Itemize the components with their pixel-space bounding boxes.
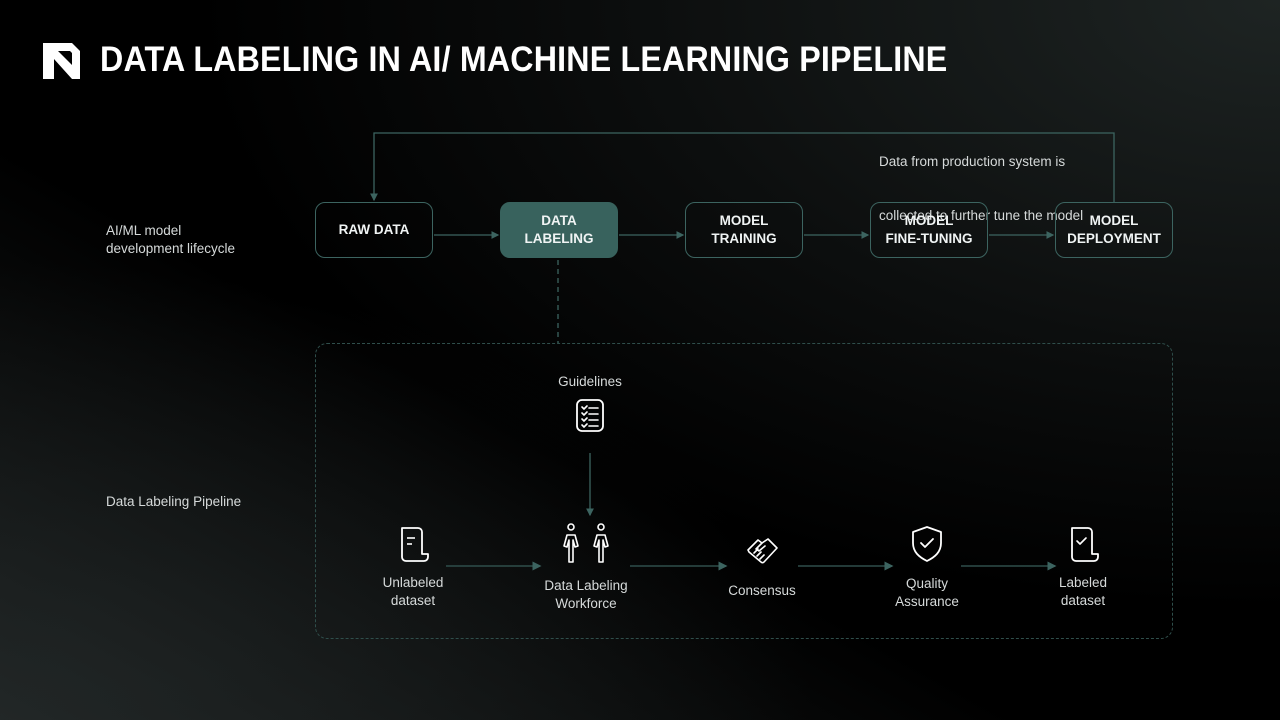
people-icon [563,523,609,563]
node-label: dataset [390,593,436,608]
pipeline-node-unlabeled-dataset: Unlabeled dataset [363,526,463,610]
node-label: Unlabeled [382,575,444,590]
document-icon [401,527,429,562]
checklist-icon [576,399,604,432]
stage-label: MODEL [719,213,769,228]
feedback-note-line: Data from production system is [879,154,1066,169]
node-label: Data Labeling [544,578,628,593]
stage-label: TRAINING [711,231,777,246]
stage-raw-data[interactable]: RAW DATA [315,202,433,258]
node-label: Workforce [555,596,617,611]
pipeline-node-consensus: Consensus [712,534,812,600]
node-label: Quality [905,576,949,591]
stage-data-labeling[interactable]: DATA LABELING [500,202,618,258]
feedback-loop-line [370,132,1115,202]
handshake-icon [747,538,778,564]
page-title: DATA LABELING IN AI/ MACHINE LEARNING PI… [100,40,948,79]
stage-label: MODEL [904,213,954,228]
node-label: Labeled [1058,575,1108,590]
stage-model-fine-tuning[interactable]: MODEL FINE-TUNING [870,202,988,258]
stage-model-training[interactable]: MODEL TRAINING [685,202,803,258]
node-label: Consensus [728,583,796,598]
shield-check-icon [912,526,942,562]
pipeline-node-workforce: Data Labeling Workforce [530,522,642,613]
pipeline-node-labeled-dataset: Labeled dataset [1033,526,1133,610]
stage-label: LABELING [524,231,594,246]
lifecycle-label-line: development lifecycle [106,241,236,256]
pipeline-container [315,343,1173,639]
pipeline-node-quality-assurance: Quality Assurance [877,525,977,611]
brand-logo-icon [43,43,80,79]
guidelines-label: Guidelines [558,374,622,389]
lifecycle-label-line: AI/ML model [106,223,182,238]
stage-label: DEPLOYMENT [1067,231,1161,246]
pipeline-label: Data Labeling Pipeline [106,494,242,509]
node-label: Assurance [895,594,959,609]
node-label: dataset [1060,593,1106,608]
stage-label: MODEL [1089,213,1139,228]
document-check-icon [1071,527,1099,562]
stage-label: DATA [541,213,577,228]
feedback-note: Data from production system is collected… [879,117,1083,243]
lifecycle-label: AI/ML model development lifecycle [106,222,235,258]
stage-label: RAW DATA [338,222,410,237]
stage-model-deployment[interactable]: MODEL DEPLOYMENT [1055,202,1173,258]
stage-label: FINE-TUNING [885,231,973,246]
guidelines-node: Guidelines [540,373,640,434]
